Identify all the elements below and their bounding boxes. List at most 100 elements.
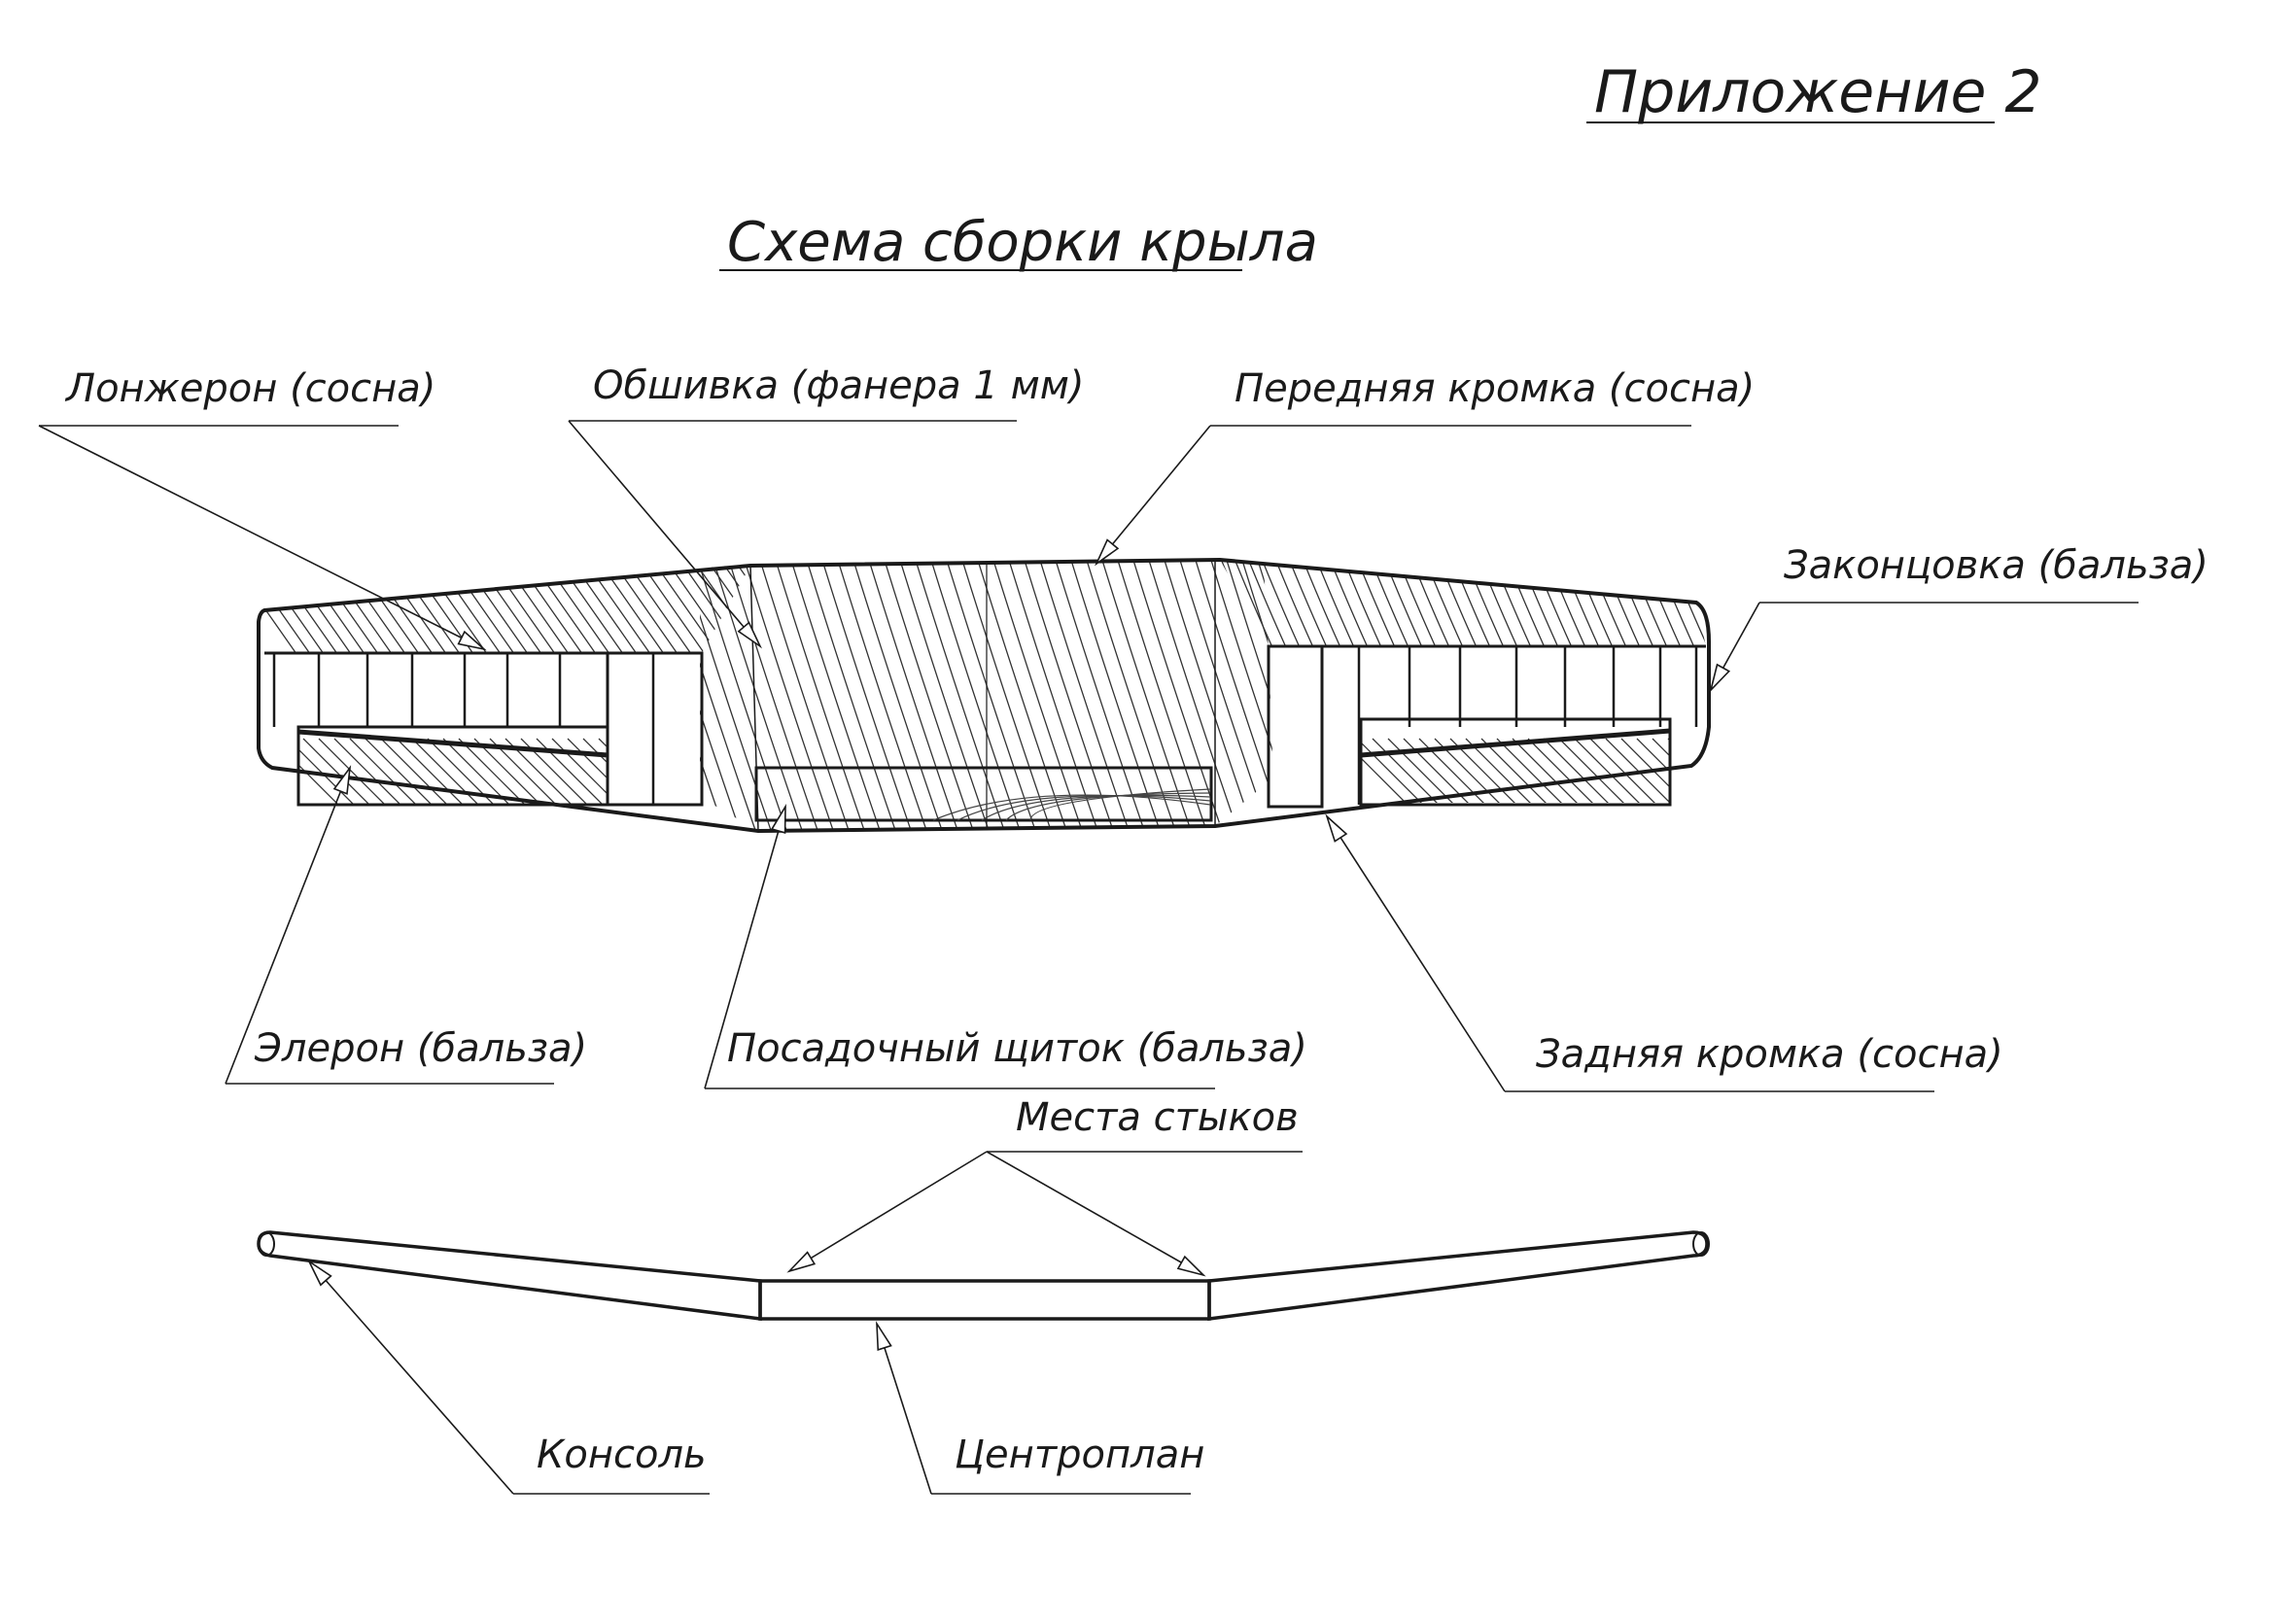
hatch-line: [1232, 560, 1277, 646]
hatch-line: [491, 566, 561, 653]
hatch-line: [764, 564, 832, 661]
grain-line: [742, 561, 836, 831]
trailing-edge-block-left: [606, 651, 704, 807]
hatch-line: [1512, 738, 1578, 803]
hatch-line: [355, 566, 425, 653]
flap-grain-line: [1005, 792, 1211, 821]
hatch-line: [1599, 560, 1645, 646]
label-wingtip: Законцовка (бальза): [1784, 543, 2209, 588]
grain-line: [603, 554, 695, 836]
flap-grain: [932, 788, 1211, 821]
arrowhead: [786, 1251, 817, 1273]
aileron-right: [1359, 717, 1672, 807]
right-ribs: [1320, 646, 1698, 805]
hatch-line: [1220, 560, 1250, 646]
hatch-line: [1574, 738, 1640, 803]
wing-front-view: [257, 1230, 1710, 1321]
hatch-line: [504, 566, 574, 653]
grain-line: [913, 561, 1007, 831]
hatch-line: [1527, 738, 1593, 803]
diagram-title: Схема сборки крыла: [719, 211, 1318, 274]
label-skin: Обшивка (фанера 1 мм): [593, 363, 1085, 408]
arrowhead: [1709, 663, 1731, 693]
trailing-edge-block-right: [1267, 644, 1324, 809]
hatch-line: [1585, 560, 1631, 646]
hatch-line: [630, 739, 698, 807]
hatch-line: [258, 566, 302, 653]
center-section: [758, 1279, 1211, 1321]
leader-center-section: [876, 1323, 932, 1495]
hatch-line: [1354, 560, 1400, 646]
hatch-line: [1449, 560, 1495, 646]
leader-joint-left: [788, 1151, 988, 1272]
leading-edge-hatch-right: [1220, 554, 1766, 656]
arrowhead: [737, 621, 762, 649]
hatch-line: [1722, 554, 1766, 656]
grain-line: [819, 561, 914, 831]
label-trailing-edge: Задняя кромка (сосна): [1536, 1032, 2003, 1077]
hatch-line: [1620, 738, 1670, 788]
hatch-line: [273, 566, 343, 653]
hatch-line: [1395, 560, 1441, 646]
landing-flap: [754, 766, 1213, 822]
grain-line: [700, 561, 743, 831]
hatch-line: [1477, 560, 1522, 646]
arrowhead: [332, 765, 352, 795]
arrowhead: [876, 1321, 892, 1351]
label-joints: Места стыков: [1016, 1095, 1299, 1140]
hatch-line: [1667, 560, 1706, 646]
hatch-line: [641, 566, 711, 653]
grain-line: [1239, 561, 1273, 831]
skin-hatching: [603, 554, 1395, 836]
hatch-line: [1504, 560, 1549, 646]
hatch-line: [287, 566, 357, 653]
hatch-line: [1449, 738, 1515, 803]
grain-line: [897, 561, 991, 831]
hatch-line: [458, 738, 525, 804]
arrowhead: [1176, 1255, 1206, 1277]
hatch-line: [1422, 560, 1468, 646]
aileron-hinge-right: [1360, 728, 1671, 758]
hatch-line: [1361, 757, 1407, 803]
flap-grain-line: [932, 794, 1211, 821]
grain-line: [788, 561, 883, 831]
hatch-line: [1684, 739, 1752, 807]
hatch-line: [411, 738, 478, 804]
grain-line: [700, 561, 758, 831]
hatch-line: [1517, 560, 1563, 646]
leader-spar: [38, 425, 485, 650]
hatch-line: [1709, 554, 1753, 656]
grain-line: [1287, 554, 1379, 836]
hatch-line: [1652, 738, 1670, 757]
hatch-line: [1381, 560, 1427, 646]
aileron-left: [296, 725, 609, 807]
hatch-line: [1558, 738, 1624, 803]
hatch-line: [567, 738, 608, 779]
arrowhead: [1095, 538, 1120, 567]
hatch-line: [736, 566, 750, 653]
grain-line: [1303, 554, 1395, 836]
hatch-line: [627, 566, 697, 653]
hatch-line: [1465, 738, 1531, 803]
leader-leading-edge: [1096, 425, 1211, 565]
hatch-line: [1372, 738, 1438, 803]
leader-flap: [704, 806, 786, 1089]
label-spar: Лонжерон (сосна): [64, 366, 435, 411]
label-center-section: Центроплан: [955, 1433, 1204, 1477]
leader-skin: [568, 420, 761, 647]
callouts-plan: [38, 420, 1760, 1092]
hatch-line: [532, 566, 602, 653]
hatch-line: [1368, 560, 1413, 646]
label-flap: Посадочный щиток (бальза): [727, 1026, 1307, 1071]
hatch-line: [368, 566, 438, 653]
title-text: Схема сборки крыла: [727, 211, 1318, 274]
leader-aileron: [225, 767, 351, 1085]
grain-line: [944, 561, 1038, 831]
hatch-line: [582, 738, 608, 764]
grain-line: [835, 561, 929, 831]
hatch-line: [1409, 560, 1454, 646]
hatch-line: [473, 738, 540, 804]
grain-line: [1146, 561, 1240, 831]
grain-line: [773, 561, 867, 831]
